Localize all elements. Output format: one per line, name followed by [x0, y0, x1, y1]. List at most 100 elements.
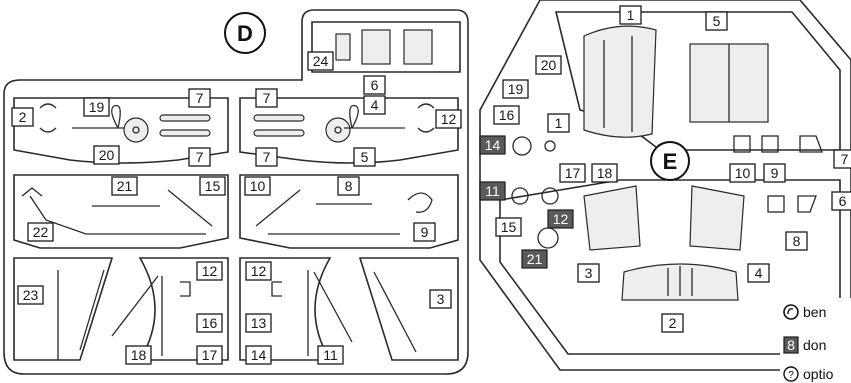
svg-text:10: 10 [250, 178, 266, 194]
svg-text:5: 5 [361, 149, 369, 165]
svg-text:15: 15 [501, 219, 517, 235]
svg-text:23: 23 [23, 287, 39, 303]
svg-text:16: 16 [202, 315, 218, 331]
svg-text:7: 7 [196, 149, 204, 165]
svg-text:21: 21 [527, 251, 543, 267]
callout-d-20: 20 [93, 145, 120, 165]
callout-d-16: 16 [196, 313, 223, 333]
sprue-e-marker [650, 141, 690, 181]
callout-e-11-dark: 11 [479, 181, 506, 201]
legend-optional: ? optio [783, 366, 834, 382]
sprue-d-letter: D [237, 21, 253, 46]
dark-number-icon [783, 336, 799, 354]
svg-text:12: 12 [553, 211, 569, 227]
callout-d-22: 22 [27, 222, 54, 242]
svg-text:3: 3 [585, 265, 593, 281]
callout-d-7d: 7 [255, 147, 278, 167]
legend-dont: 8 don [783, 336, 826, 354]
svg-text:7: 7 [841, 151, 849, 167]
callout-d-3: 3 [429, 289, 452, 309]
callout-e-5: 5 [705, 11, 728, 31]
svg-text:22: 22 [33, 224, 49, 240]
svg-text:20: 20 [541, 57, 557, 73]
legend-bend: ben [783, 304, 826, 320]
sprue-d-marker [224, 12, 266, 54]
svg-text:?: ? [788, 370, 794, 381]
callout-e-6: 6 [831, 191, 851, 211]
svg-text:8: 8 [787, 337, 795, 353]
callout-d-7c: 7 [255, 88, 278, 108]
callout-e-17: 17 [559, 163, 586, 183]
svg-text:5: 5 [713, 13, 721, 29]
svg-text:19: 19 [508, 81, 524, 97]
svg-text:14: 14 [251, 347, 267, 363]
svg-text:8: 8 [345, 178, 353, 194]
svg-text:16: 16 [499, 107, 515, 123]
callout-d-21: 21 [111, 176, 138, 196]
legend: ben 8 don ? optio [780, 298, 851, 383]
svg-text:24: 24 [313, 53, 329, 69]
svg-text:9: 9 [421, 224, 429, 240]
callout-e-1: 1 [619, 5, 642, 25]
svg-text:optio: optio [803, 366, 834, 382]
svg-text:4: 4 [755, 265, 763, 281]
svg-text:7: 7 [263, 149, 271, 165]
callout-d-7a: 7 [188, 88, 211, 108]
callout-e-14-dark: 14 [479, 135, 506, 155]
callout-d-18: 18 [125, 345, 152, 365]
svg-text:8: 8 [793, 233, 801, 249]
svg-text:don: don [803, 337, 826, 353]
callout-d-9: 9 [413, 222, 436, 242]
sprue-e: E 1 5 20 19 16 1 [479, 0, 851, 371]
sprue-e-parts [511, 25, 823, 301]
callout-d-4: 4 [363, 95, 386, 115]
svg-text:11: 11 [323, 347, 338, 363]
svg-text:6: 6 [839, 193, 847, 209]
svg-text:18: 18 [597, 165, 613, 181]
svg-text:ben: ben [803, 304, 826, 320]
callout-e-9: 9 [763, 163, 786, 183]
callout-e-3: 3 [577, 263, 600, 283]
svg-text:13: 13 [251, 315, 267, 331]
callout-e-10: 10 [729, 163, 756, 183]
callout-e-21-dark: 21 [521, 249, 548, 269]
svg-text:12: 12 [251, 263, 267, 279]
callout-d-8: 8 [337, 176, 360, 196]
svg-text:2: 2 [669, 315, 677, 331]
callout-d-12b: 12 [245, 261, 272, 281]
callout-d-2: 2 [11, 107, 34, 127]
svg-text:20: 20 [99, 147, 115, 163]
svg-text:4: 4 [371, 97, 379, 113]
svg-text:17: 17 [202, 347, 218, 363]
svg-text:19: 19 [89, 99, 105, 115]
svg-text:17: 17 [565, 165, 581, 181]
callout-d-11: 11 [317, 345, 344, 365]
svg-text:15: 15 [205, 178, 221, 194]
callout-e-16: 16 [493, 105, 520, 125]
callout-e-15: 15 [495, 217, 522, 237]
sprue-d: D [3, 9, 469, 375]
callout-e-20: 20 [535, 55, 562, 75]
callout-e-4: 4 [747, 263, 770, 283]
callout-e-7: 7 [833, 149, 851, 169]
callout-e-19: 19 [502, 79, 529, 99]
callout-d-12a: 12 [196, 261, 223, 281]
svg-text:7: 7 [196, 90, 204, 106]
callout-d-14: 14 [245, 345, 272, 365]
sprue-d-parts [21, 29, 435, 360]
callout-e-8: 8 [785, 231, 808, 251]
svg-text:12: 12 [441, 111, 457, 127]
svg-text:18: 18 [131, 347, 147, 363]
svg-text:9: 9 [771, 165, 779, 181]
callout-d-13: 13 [245, 313, 272, 333]
svg-text:2: 2 [19, 109, 27, 125]
question-circle-icon [783, 366, 799, 382]
callout-d-12-top: 12 [435, 109, 462, 129]
callout-d-15: 15 [199, 176, 226, 196]
sprue-e-letter: E [663, 149, 678, 174]
callout-d-5: 5 [353, 147, 376, 167]
svg-text:7: 7 [263, 90, 271, 106]
svg-text:12: 12 [202, 263, 218, 279]
